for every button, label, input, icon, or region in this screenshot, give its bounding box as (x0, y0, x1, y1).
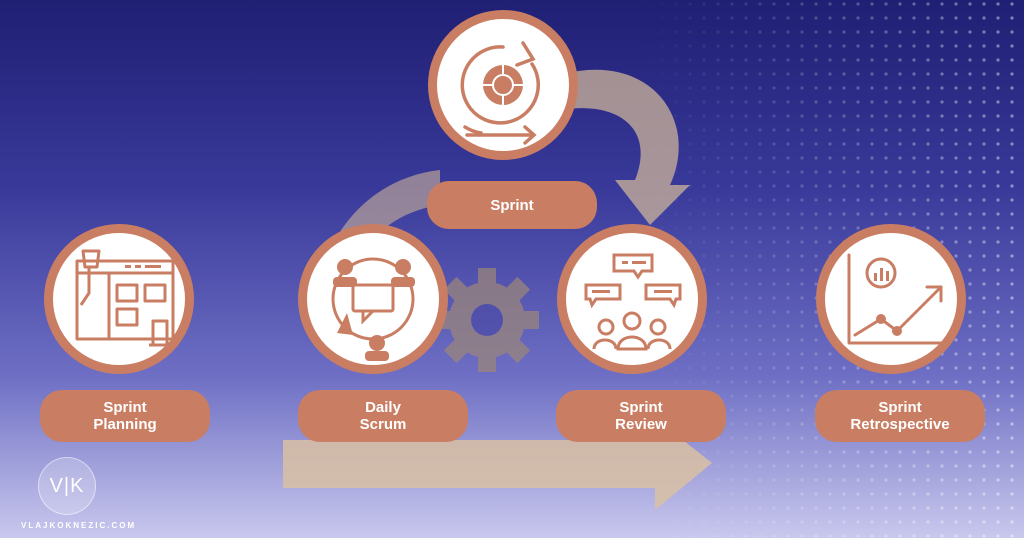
sprint-review-label: Sprint Review (556, 390, 726, 442)
website-url: VLAJKOKNEZIC.COM (21, 521, 137, 530)
sprint-planning-label: Sprint Planning (40, 390, 210, 442)
sprint-retrospective-circle (816, 224, 966, 374)
sprint-review-circle (557, 224, 707, 374)
growth-chart-icon (847, 253, 947, 345)
planning-board-icon (75, 249, 175, 347)
review-discussion-icon (584, 253, 682, 351)
daily-scrum-label: Daily Scrum (298, 390, 468, 442)
gear-icon (435, 268, 539, 372)
sprint-retrospective-label: Sprint Retrospective (815, 390, 985, 442)
team-meeting-icon (331, 257, 415, 361)
sprint-label: Sprint (427, 181, 597, 229)
sprint-planning-circle (44, 224, 194, 374)
sprint-circle (428, 10, 578, 160)
brand-logo: V|K (38, 457, 96, 515)
daily-scrum-circle (298, 224, 448, 374)
cycle-arrow-upper (560, 69, 690, 226)
sprint-cycle-icon (460, 41, 540, 145)
